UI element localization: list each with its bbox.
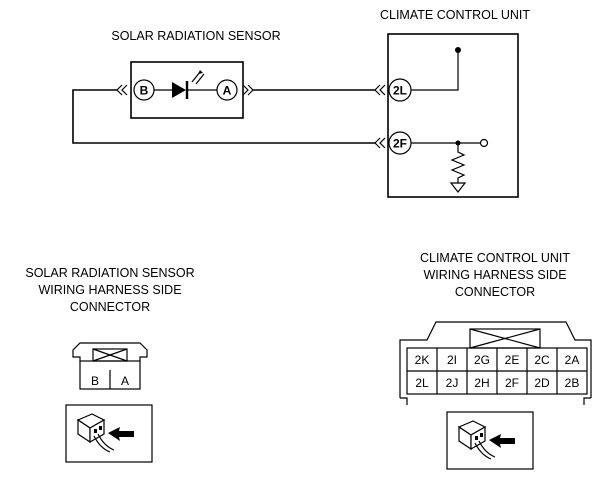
ccu-conn-cell: 2E [505,353,520,367]
ccu-2l-internal-circuit [411,47,461,91]
ccu-conn-cell: 2C [534,353,550,367]
sensor-connector-face: B A [72,342,148,390]
ccu-harness-view-icon [446,411,534,470]
ccu-conn-cell: 2A [565,353,580,367]
sensor-pin-a-label: A [223,84,232,98]
sensor-conn-cell-b: B [91,374,99,388]
ccu-conn-cell: 2B [565,376,580,390]
sensor-b-connector-icon [116,84,128,96]
sensor-pin-b-label: B [140,84,149,98]
ccu-conn-cell: 2I [447,353,457,367]
ccu-conn-cell: 2J [446,376,459,390]
resistor-icon [450,143,466,183]
sensor-title: SOLAR RADIATION SENSOR [111,29,280,43]
ccu-component-box [387,33,519,198]
ccu-title: CLIMATE CONTROL UNIT [380,8,530,22]
sensor-conn-title-line3: CONNECTOR [70,300,150,314]
ccu-connector-face: 2K 2I 2G 2E 2C 2A 2L 2J 2H 2F 2D 2B [399,321,592,405]
ccu-conn-cell: 2D [534,376,550,390]
photodiode-icon [154,70,217,99]
ccu-2f-connector-icon [374,137,386,149]
ccu-conn-title-line2: WIRING HARNESS SIDE [423,268,566,282]
sensor-a-connector-icon [242,84,254,96]
ccu-conn-cell: 2G [474,353,490,367]
sensor-conn-title-line2: WIRING HARNESS SIDE [38,283,181,297]
ccu-2l-connector-icon [374,84,386,96]
ccu-conn-cell: 2L [415,376,429,390]
ccu-conn-cell: 2F [505,376,519,390]
sensor-conn-title-line1: SOLAR RADIATION SENSOR [25,266,194,280]
ground-icon [449,182,467,193]
ccu-2f-internal-circuit [411,138,489,193]
ccu-conn-cell: 2K [415,353,430,367]
ccu-conn-cell: 2H [474,376,489,390]
wire-b-to-2f [72,89,375,144]
ccu-conn-title-line3: CONNECTOR [455,285,535,299]
ccu-pin-2l-label: 2L [393,84,407,98]
ccu-conn-title-line1: CLIMATE CONTROL UNIT [420,251,570,265]
sensor-conn-cell-a: A [121,374,129,388]
sensor-harness-view-icon [65,404,153,463]
ccu-pin-2f-label: 2F [393,137,407,151]
